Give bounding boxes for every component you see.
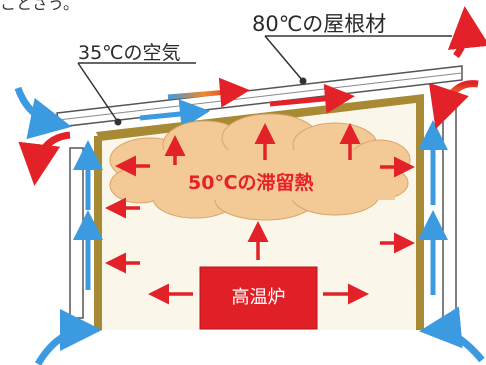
inflow-bottom-left	[34, 309, 102, 365]
roof-edge	[57, 72, 463, 121]
furnace-label: 高温炉	[231, 287, 286, 308]
air-label-dot	[114, 118, 122, 126]
right-wall	[416, 98, 424, 330]
trapped-heat-label: 50℃の滞留熱	[188, 172, 314, 194]
left-wall	[94, 136, 102, 330]
outflow-left	[18, 131, 71, 186]
top-caption-fragment: ことさう。	[0, 0, 80, 13]
wall-airflow-arrows	[73, 120, 448, 295]
heat-arrows	[105, 123, 415, 305]
airflow-arrow-gradient	[167, 77, 250, 108]
inflow-bottom-right	[419, 306, 485, 363]
air-label-pointer	[77, 62, 119, 123]
inflow-top-left	[14, 86, 72, 140]
air-temperature-label: 35℃の空気	[78, 42, 181, 64]
roof-material-label: 80℃の屋根材	[252, 12, 387, 36]
right-outer-panel	[442, 99, 457, 329]
furnace-box	[199, 266, 318, 330]
roof-label-dot	[299, 77, 307, 85]
roof-label-pointer	[264, 35, 304, 82]
airflow-arrow-red	[269, 83, 355, 114]
left-outer-panel	[69, 147, 84, 319]
airflow-arrow-blue	[139, 99, 210, 129]
outflow-right-curve	[428, 80, 479, 130]
outflow-top-right	[447, 6, 486, 59]
